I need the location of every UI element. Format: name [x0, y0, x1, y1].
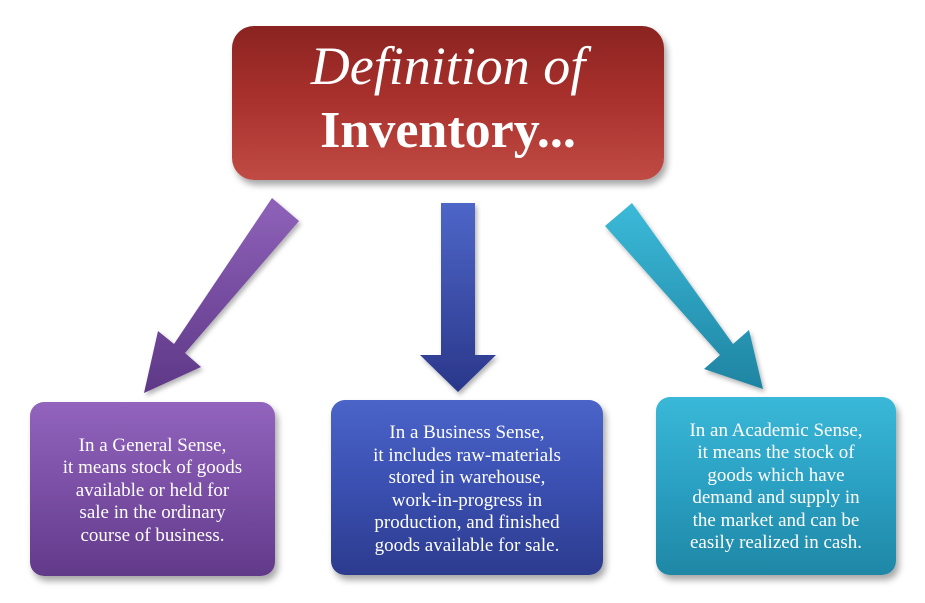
business-sense-text: In a Business Sense, it includes raw-mat… [373, 422, 561, 557]
general-sense-text: In a General Sense, it means stock of go… [63, 435, 242, 548]
card-line: In a Business Sense, [389, 422, 545, 443]
card-line: easily realized in cash. [690, 532, 862, 553]
business-sense-card: In a Business Sense, it includes raw-mat… [331, 400, 603, 575]
card-line: course of business. [80, 524, 225, 546]
title-line-2: Inventory... [320, 102, 576, 159]
card-line: In a General Sense, [78, 434, 227, 456]
title-box: Definition of Inventory... [232, 26, 664, 180]
card-line: stored in warehouse, [388, 467, 546, 488]
card-line: it means stock of goods [62, 457, 243, 479]
card-line: work-in-progress in [391, 489, 543, 511]
card-line: available or held for [75, 479, 230, 501]
card-line: In an Academic Sense, [689, 419, 863, 441]
title-line-1: Definition of [310, 36, 586, 96]
card-line: sale in the ordinary [79, 502, 226, 524]
card-line: the market and can be [692, 509, 860, 531]
card-line: goods which have [707, 464, 845, 486]
arrow-center [420, 203, 496, 392]
academic-sense-card: In an Academic Sense, it means the stock… [656, 397, 896, 575]
card-line: it includes raw-materials [373, 444, 561, 466]
card-line: demand and supply in [692, 487, 860, 508]
arrow-right [605, 203, 763, 389]
academic-sense-text: In an Academic Sense, it means the stock… [689, 420, 862, 555]
general-sense-card: In a General Sense, it means stock of go… [30, 402, 275, 576]
card-line: production, and finished [374, 512, 560, 533]
card-line: it means the stock of [697, 442, 855, 463]
card-line: goods available for sale. [374, 534, 560, 556]
arrow-left [144, 198, 299, 393]
